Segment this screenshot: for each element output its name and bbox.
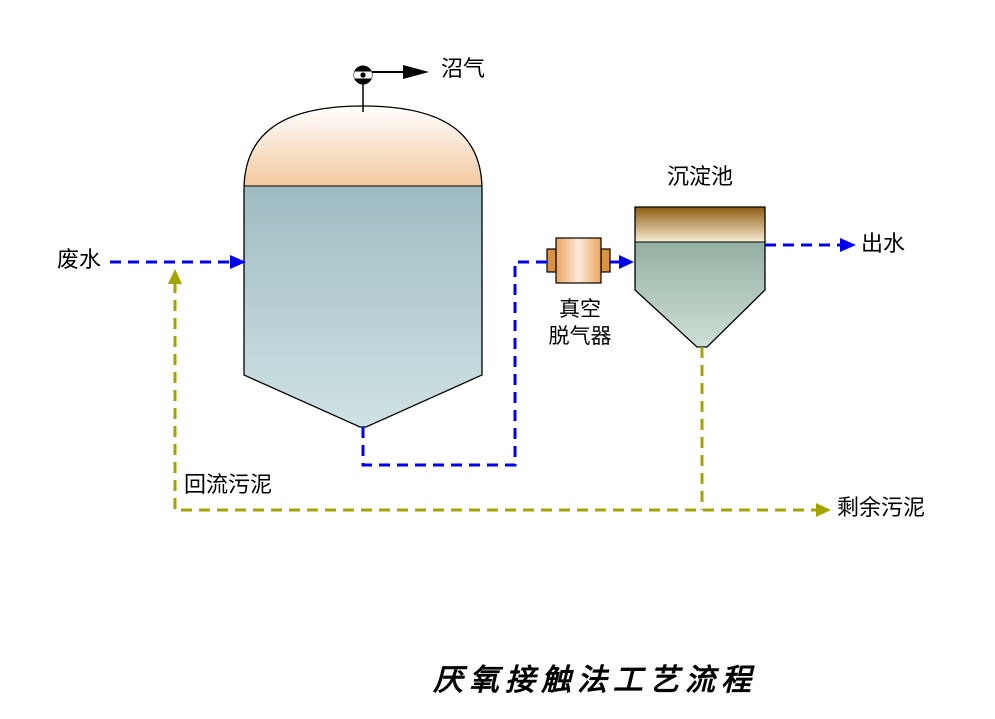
reactor-recycle-line	[361, 260, 547, 467]
sedimentation-tank	[634, 206, 766, 348]
sludge-flow-lines	[173, 282, 816, 512]
vacuum-degasser-label: 真空 脱气器	[536, 296, 624, 351]
excess-sludge-arrowhead	[816, 503, 831, 517]
water-flow-lines	[110, 243, 840, 467]
excess-sludge-label: 剩余污泥	[837, 496, 926, 521]
vacuum-degasser-label-line2: 脱气器	[548, 324, 612, 349]
return-sludge-label: 回流污泥	[184, 473, 273, 498]
diagram-title: 厌氧接触法工艺流程	[433, 663, 757, 698]
vacuum-degasser	[546, 237, 611, 284]
biogas-arrowhead	[403, 65, 429, 79]
wastewater-arrowhead	[230, 255, 246, 269]
water-flow-arrowheads	[230, 238, 856, 269]
effluent-arrowhead	[840, 238, 856, 252]
sludge-flow-arrowheads	[168, 269, 831, 517]
sedimentation-tank-label: 沉淀池	[666, 165, 733, 190]
tank-inlet-arrowhead	[619, 255, 634, 269]
effluent-label: 出水	[861, 232, 906, 257]
return-sludge-arrowhead	[168, 269, 182, 284]
vacuum-degasser-label-line1: 真空	[559, 297, 601, 321]
wastewater-label: 废水	[57, 248, 102, 273]
reactor-vessel	[243, 105, 483, 428]
biogas-valve-icon	[353, 65, 429, 112]
biogas-label: 沼气	[441, 57, 486, 82]
return-and-excess-sludge-line	[173, 282, 816, 512]
